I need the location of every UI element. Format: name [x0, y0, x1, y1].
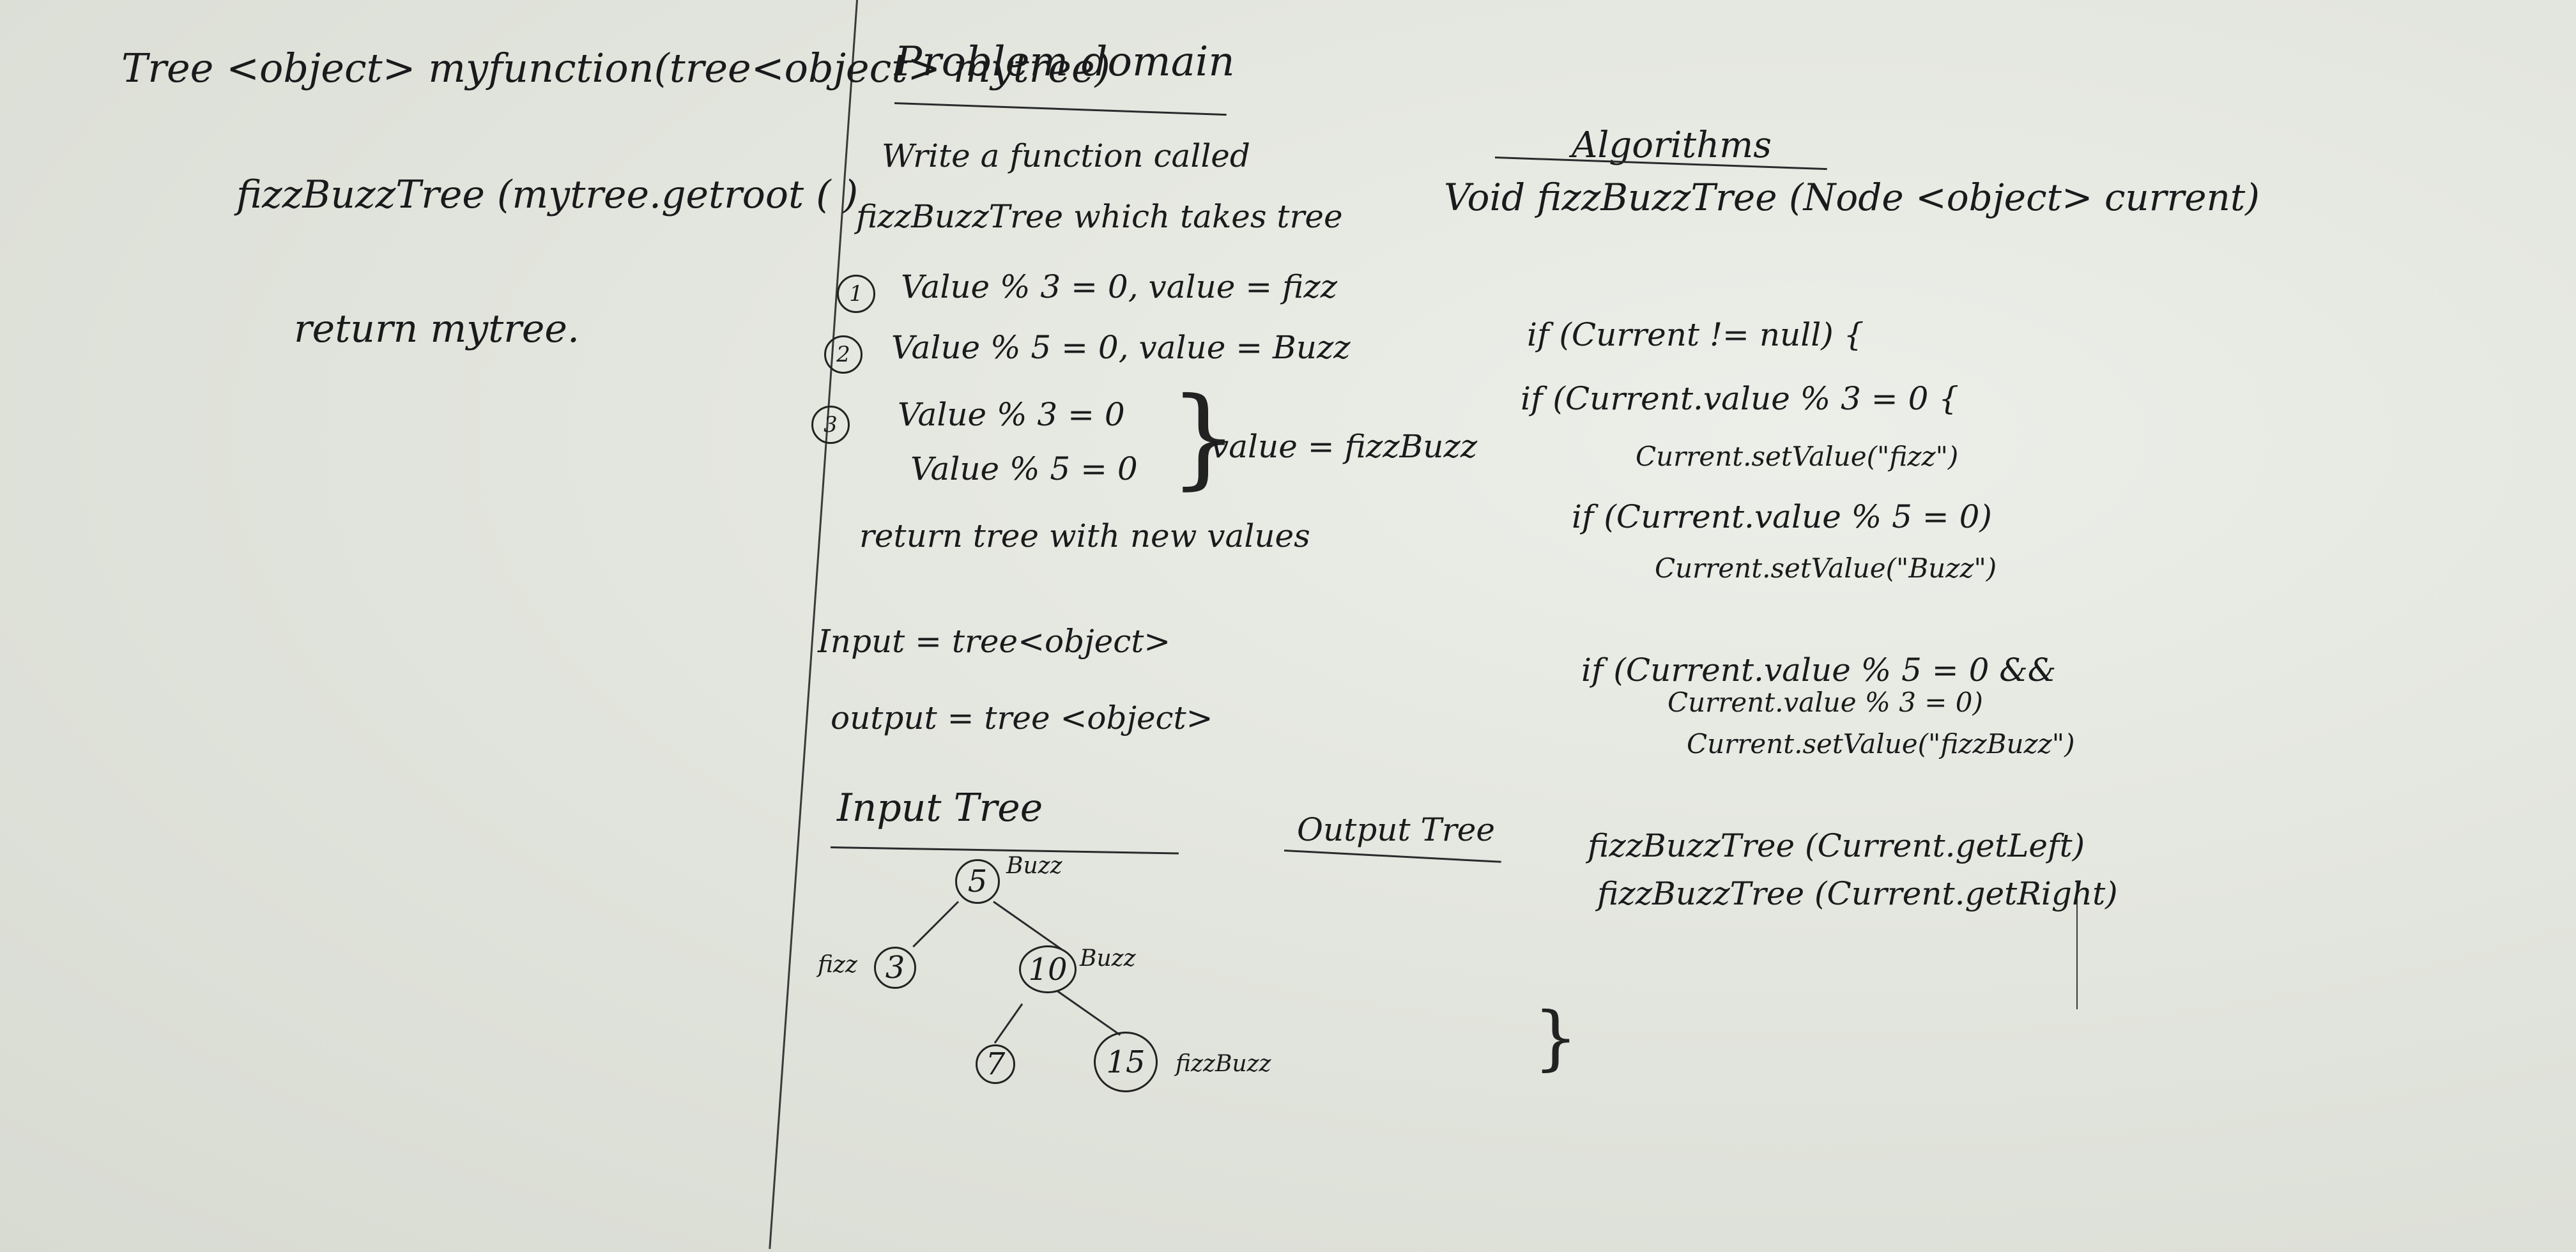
output-tree-underline [1284, 850, 1501, 863]
item-number-2: 2 [824, 335, 862, 374]
return-statement: return mytree. [294, 307, 580, 351]
tree-node-7: 7 [976, 1044, 1015, 1084]
edge-5-3 [912, 901, 960, 948]
algorithm-line-8: Current.setValue("fizzBuzz") [1687, 728, 2075, 760]
algorithm-line-2: if (Current.value % 3 = 0 { [1521, 380, 1959, 417]
algorithm-signature: Void fizzBuzzTree (Node <object> current… [1444, 176, 2260, 219]
tree-node-10: 10 [1019, 945, 1077, 993]
edge-10-7 [993, 1003, 1023, 1044]
algorithm-line-3: Current.setValue("fizz") [1636, 441, 1959, 472]
algorithms-heading: Algorithms [1572, 125, 1772, 166]
problem-item-3a: Value % 3 = 0 [898, 396, 1125, 433]
divider-right [2076, 882, 2078, 1009]
algorithm-line-1: if (Current != null) { [1527, 316, 1864, 353]
tree-node-3: 3 [874, 947, 916, 989]
tree-node-5-label: Buzz [1006, 853, 1062, 879]
tree-node-15-label: fizzBuzz [1176, 1051, 1271, 1077]
item-number-1: 1 [837, 275, 875, 313]
function-signature: Tree <object> myfunction(tree<object> my… [121, 45, 1110, 91]
problem-item-1: Value % 3 = 0, value = fizz [901, 268, 1338, 305]
problem-item-3c: value = fizzBuzz [1211, 428, 1478, 465]
problem-item-3b: Value % 5 = 0 [910, 450, 1138, 487]
algorithm-line-5: Current.setValue("Buzz") [1655, 553, 1997, 584]
problem-return: return tree with new values [859, 517, 1310, 554]
problem-domain-underline [894, 102, 1227, 116]
algorithm-line-6: if (Current.value % 5 = 0 && [1581, 652, 2057, 689]
problem-line-1: Write a function called [882, 137, 1250, 174]
tree-node-5: 5 [955, 859, 1000, 904]
input-tree-underline [830, 846, 1179, 855]
problem-input: Input = tree<object> [818, 623, 1171, 660]
tree-node-10-label: Buzz [1080, 945, 1136, 972]
problem-domain-heading: Problem domain [894, 38, 1235, 86]
tree-node-15: 15 [1094, 1032, 1158, 1092]
problem-line-2: fizzBuzzTree which takes tree [856, 198, 1343, 235]
problem-item-2: Value % 5 = 0, value = Buzz [891, 329, 1351, 366]
tree-node-3-label: fizz [818, 952, 857, 978]
algorithm-line-7: Current.value % 3 = 0) [1667, 687, 1983, 718]
input-tree-heading: Input Tree [837, 786, 1043, 830]
algorithm-line-10: fizzBuzzTree (Current.getRight) [1597, 875, 2118, 912]
edge-5-10 [993, 901, 1062, 950]
problem-output: output = tree <object> [831, 699, 1213, 737]
curly-brace: } [1169, 374, 1239, 501]
closing-brace-scribble: } [1533, 996, 1578, 1078]
output-tree-heading: Output Tree [1297, 811, 1495, 848]
algorithm-line-9: fizzBuzzTree (Current.getLeft) [1588, 827, 2085, 864]
item-number-3: 3 [811, 406, 850, 444]
fizzbuzz-call: fizzBuzzTree (mytree.getroot ( ) [236, 172, 859, 217]
edge-10-15 [1057, 990, 1121, 1036]
algorithm-line-4: if (Current.value % 5 = 0) [1572, 498, 1992, 535]
